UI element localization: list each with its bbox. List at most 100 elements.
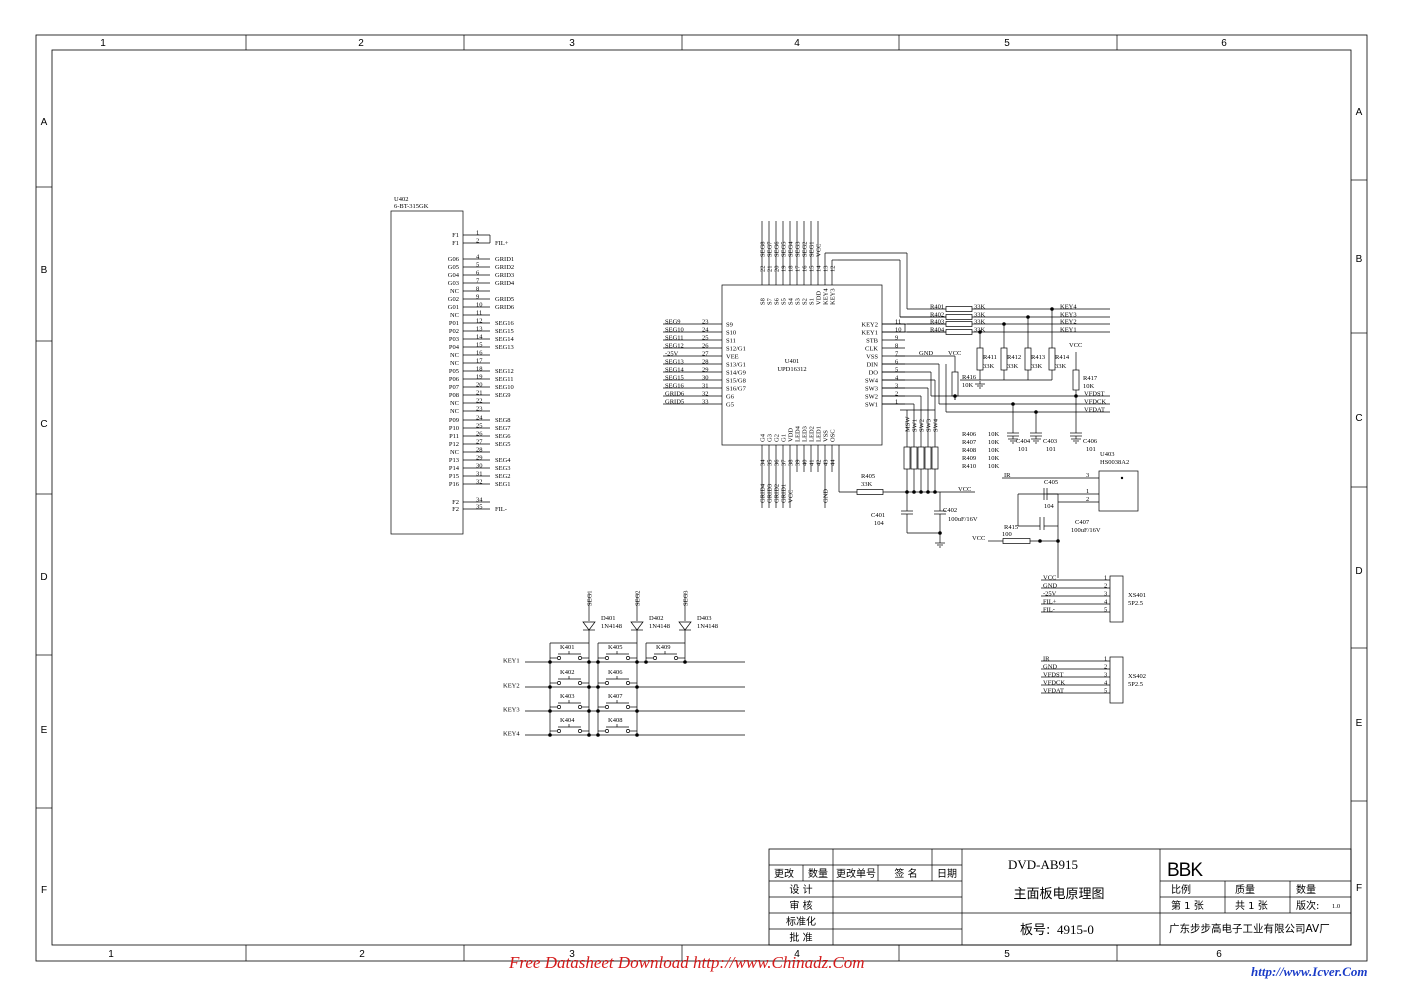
- xs402-pin: 3: [1104, 672, 1107, 679]
- xs401-net: VCC: [1043, 575, 1056, 582]
- rp-ref: R403: [930, 319, 944, 326]
- row-label-right: A: [1356, 107, 1363, 118]
- rp-val: 33K: [974, 319, 986, 326]
- diode-ref: D401: [601, 615, 615, 622]
- switch-contact: [626, 681, 630, 685]
- xs401-body: [1109, 575, 1124, 623]
- resistor: [1002, 538, 1031, 544]
- footer-download-link[interactable]: Free Datasheet Download http://www.China…: [509, 953, 865, 972]
- u401-top-num: 18: [787, 266, 794, 273]
- sw-net: SW3: [925, 419, 932, 432]
- column-label-bottom: 1: [108, 949, 114, 960]
- u401-top-num: 13: [822, 266, 829, 273]
- u402-pin-net: FIL-: [495, 506, 507, 513]
- r417-ref: R417: [1083, 375, 1098, 382]
- key-row-net: KEY2: [503, 683, 520, 690]
- u401-bottom-pin: G2: [773, 434, 780, 442]
- u402-pin-number: 11: [476, 310, 482, 317]
- xs402-body: [1109, 656, 1124, 704]
- u401-right-num: 8: [895, 343, 898, 350]
- u402-pin-name: P16: [449, 481, 460, 488]
- u402-pin-net: SEG6: [495, 433, 511, 440]
- u401-bottom-pin: LED4: [794, 425, 801, 442]
- title-block-header: 更改单号: [836, 867, 876, 880]
- junction: [938, 531, 942, 535]
- resistor: [945, 329, 973, 335]
- quality-label: 质量: [1235, 884, 1255, 896]
- u402-pin-net: GRID3: [495, 272, 514, 279]
- u403-pin2: 2: [1086, 496, 1089, 503]
- column-label-top: 4: [794, 38, 800, 49]
- resistor: [945, 321, 973, 327]
- u402-pin-number: 18: [476, 366, 483, 373]
- c402-val: 100uF/16V: [948, 516, 978, 523]
- column-label-bottom: 2: [359, 949, 365, 960]
- title-block-header: 签 名: [894, 867, 917, 880]
- u402-pin-net: SEG12: [495, 368, 514, 375]
- u401-left-num: 27: [702, 351, 709, 358]
- column-label-top: 6: [1221, 38, 1227, 49]
- u402-pin-name: P14: [449, 465, 460, 472]
- sw-net: SW4: [932, 418, 939, 432]
- r405-val: 33K: [861, 481, 873, 488]
- u401-left-pin: S16/G7: [726, 386, 747, 393]
- u401-right-pin: VSS: [866, 354, 878, 361]
- u401-top-net: SEG5: [780, 241, 787, 257]
- u401-top-num: 17: [794, 265, 801, 272]
- u402-pin-name: P01: [449, 320, 459, 327]
- u402-pin-number: 30: [476, 463, 483, 470]
- footer-site-link[interactable]: http://www.Icver.Com: [1251, 964, 1368, 979]
- diode-seg: SEG2: [634, 590, 641, 606]
- row-label-left: B: [41, 265, 48, 276]
- u402-pin-net: SEG8: [495, 417, 511, 424]
- company-name: 广东步步高电子工业有限公司AV厂: [1169, 922, 1330, 935]
- u401-left-net: -25V: [665, 351, 679, 358]
- u402-pin-number: 9: [476, 294, 479, 301]
- sw-res-ref: R407: [962, 439, 977, 446]
- junction: [548, 733, 552, 737]
- rp-val: 33K: [974, 312, 986, 319]
- resistor: [951, 371, 959, 397]
- sw-res-ref: R406: [962, 431, 977, 438]
- u402-pin-net: GRID2: [495, 264, 514, 271]
- switch-ref: K403: [560, 693, 574, 700]
- u402-pin-number: 16: [476, 350, 483, 357]
- u402-pin-number: 31: [476, 471, 483, 478]
- u401-top-num: 20: [773, 266, 780, 273]
- r415-ref: R415: [1004, 524, 1018, 531]
- u401-top-pin: KEY3: [829, 288, 836, 305]
- vcc-label-r417: VCC: [1069, 342, 1082, 349]
- u402-pin-number: 14: [476, 334, 483, 341]
- u401-right-pin: KEY2: [861, 322, 878, 329]
- junction: [596, 660, 600, 664]
- xs401-net: GND: [1043, 583, 1057, 590]
- r405-ref: R405: [861, 473, 875, 480]
- diode-seg: SEG1: [586, 590, 593, 606]
- junction: [1011, 402, 1015, 406]
- u402-pin-number: 29: [476, 455, 483, 462]
- u401-right-pin: SW1: [865, 402, 878, 409]
- switch-contact: [578, 729, 582, 733]
- c404-ref: C404: [1016, 438, 1031, 445]
- u401-top-net: SEG6: [773, 241, 780, 257]
- u402-pin-name: F1: [452, 232, 459, 239]
- rp-key: KEY3: [1060, 312, 1077, 319]
- rp-key: KEY4: [1060, 304, 1077, 311]
- u401-left-net: SEG9: [665, 319, 681, 326]
- u402-pin-net: GRID4: [495, 280, 515, 287]
- u402-pin-number: 22: [476, 398, 483, 405]
- u402-pin-number: 13: [476, 326, 483, 333]
- xs401-pin: 5: [1104, 607, 1107, 614]
- sw-net: SW1: [911, 419, 918, 432]
- u401-left-pin: S11: [726, 338, 736, 345]
- u402-pin-number: 23: [476, 406, 483, 413]
- c405-val: 104: [1044, 503, 1055, 510]
- junction: [587, 685, 591, 689]
- u402-pin-number: 25: [476, 423, 483, 430]
- u401-right-pin: CLK: [865, 346, 878, 353]
- u401-ref: U401: [785, 358, 799, 365]
- xs401-ref: XS401: [1128, 592, 1146, 599]
- u401-left-net: SEG12: [665, 343, 684, 350]
- xs401-net: FIL+: [1043, 599, 1057, 606]
